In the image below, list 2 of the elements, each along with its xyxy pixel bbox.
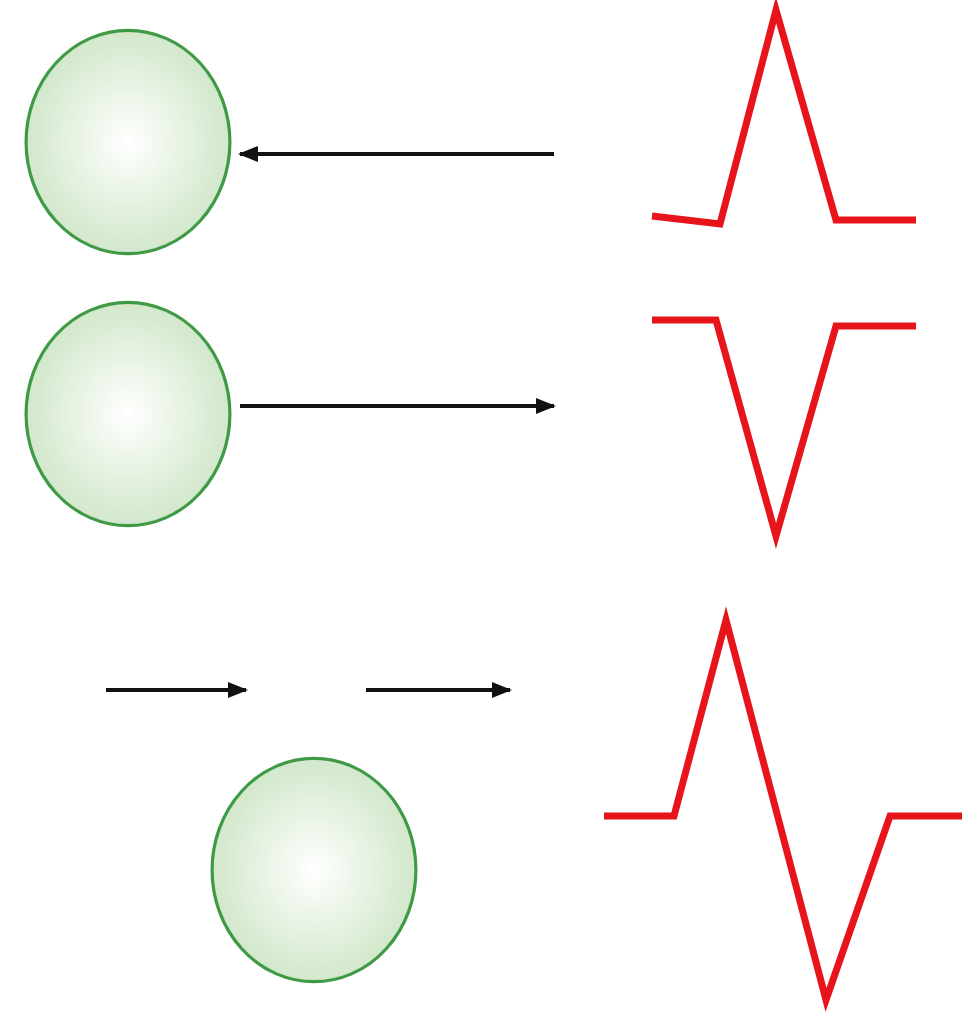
arrow bbox=[240, 398, 556, 414]
arrow bbox=[237, 146, 554, 162]
